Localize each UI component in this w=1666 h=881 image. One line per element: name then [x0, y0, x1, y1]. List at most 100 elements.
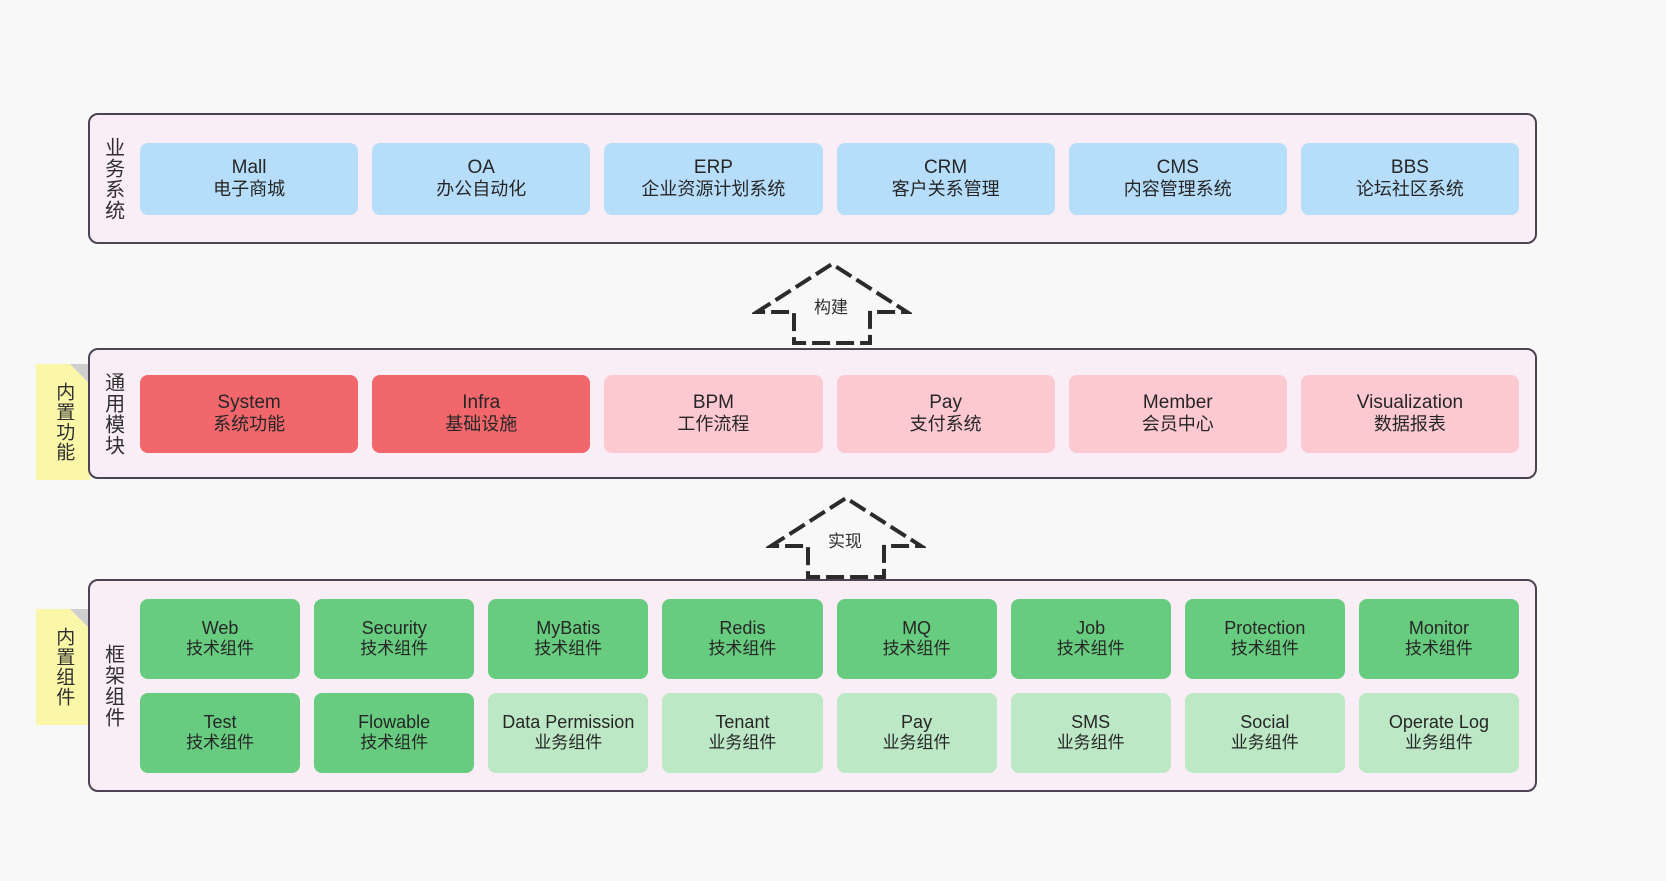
framework-card-security[interactable]: Security 技术组件	[314, 598, 475, 679]
framework-card-redis-cn: 技术组件	[708, 639, 777, 659]
framework-card-mq-cn: 技术组件	[882, 639, 951, 659]
build-arrow: 构建	[752, 258, 912, 348]
framework-card-tenant[interactable]: Tenant 业务组件	[662, 692, 823, 773]
module-card-system-cn: 系统功能	[213, 414, 286, 435]
module-card-system-en: System	[217, 391, 281, 413]
framework-card-security-en: Security	[361, 617, 427, 638]
business-card-oa[interactable]: OA 办公自动化	[372, 142, 591, 215]
business-card-oa-cn: 办公自动化	[436, 179, 527, 200]
module-card-infra[interactable]: Infra 基础设施	[372, 374, 591, 453]
note-builtin-functions: 内置功能	[36, 364, 90, 480]
layer-common-modules-body: System 系统功能 Infra 基础设施 BPM 工作流程 Pay 支付系统…	[134, 350, 1535, 477]
framework-card-test[interactable]: Test 技术组件	[140, 692, 301, 773]
framework-card-redis-en: Redis	[719, 617, 766, 638]
note-builtin-components-label: 内置组件	[53, 627, 75, 707]
business-card-cms-en: CMS	[1156, 156, 1199, 178]
module-card-visualization[interactable]: Visualization 数据报表	[1300, 374, 1520, 453]
module-card-bpm-cn: 工作流程	[677, 414, 750, 435]
note-builtin-components: 内置组件	[36, 609, 90, 725]
note-fold-icon	[70, 609, 90, 629]
framework-card-pay-en: Pay	[901, 711, 933, 732]
business-card-cms[interactable]: CMS 内容管理系统	[1068, 142, 1287, 215]
business-card-mall-cn: 电子商城	[213, 179, 286, 200]
note-builtin-functions-label: 内置功能	[53, 382, 75, 462]
business-card-bbs-cn: 论坛社区系统	[1355, 179, 1464, 200]
layer-business-systems: 业务系统 Mall 电子商城 OA 办公自动化 ERP 企业资源计划系统 CRM…	[88, 113, 1537, 244]
framework-card-social-cn: 业务组件	[1230, 733, 1299, 753]
business-card-bbs-en: BBS	[1390, 156, 1429, 178]
framework-card-operate-log[interactable]: Operate Log 业务组件	[1358, 692, 1519, 773]
business-card-crm-cn: 客户关系管理	[891, 179, 1000, 200]
module-card-bpm[interactable]: BPM 工作流程	[604, 374, 823, 453]
framework-card-job-cn: 技术组件	[1056, 639, 1125, 659]
framework-card-mq-en: MQ	[902, 617, 932, 638]
business-systems-row: Mall 电子商城 OA 办公自动化 ERP 企业资源计划系统 CRM 客户关系…	[140, 142, 1520, 215]
business-card-crm[interactable]: CRM 客户关系管理	[836, 142, 1055, 215]
framework-card-test-cn: 技术组件	[186, 733, 255, 753]
framework-card-job-en: Job	[1076, 617, 1106, 638]
build-arrow-shape	[752, 261, 912, 345]
framework-card-protection[interactable]: Protection 技术组件	[1184, 598, 1345, 679]
business-card-erp-en: ERP	[693, 156, 733, 178]
module-card-pay-cn: 支付系统	[909, 414, 982, 435]
module-card-pay-en: Pay	[929, 391, 962, 413]
module-card-pay[interactable]: Pay 支付系统	[836, 374, 1055, 453]
implement-arrow: 实现	[766, 492, 926, 582]
business-card-erp[interactable]: ERP 企业资源计划系统	[604, 142, 823, 215]
business-card-bbs[interactable]: BBS 论坛社区系统	[1300, 142, 1520, 215]
framework-card-flowable-en: Flowable	[358, 711, 431, 732]
framework-card-flowable[interactable]: Flowable 技术组件	[314, 692, 475, 773]
module-card-member[interactable]: Member 会员中心	[1068, 374, 1287, 453]
business-card-mall[interactable]: Mall 电子商城	[140, 142, 359, 215]
framework-card-mq[interactable]: MQ 技术组件	[836, 598, 997, 679]
framework-card-monitor[interactable]: Monitor 技术组件	[1358, 598, 1519, 679]
framework-business-row: Test 技术组件 Flowable 技术组件 Data Permission …	[140, 692, 1519, 773]
framework-card-web[interactable]: Web 技术组件	[140, 598, 301, 679]
framework-card-security-cn: 技术组件	[360, 639, 429, 659]
framework-card-flowable-cn: 技术组件	[360, 733, 429, 753]
layer-framework-components: 框架组件 Web 技术组件 Security 技术组件 MyBatis 技术组件…	[88, 579, 1537, 792]
framework-card-pay[interactable]: Pay 业务组件	[836, 692, 997, 773]
framework-card-monitor-cn: 技术组件	[1404, 639, 1473, 659]
module-card-member-cn: 会员中心	[1141, 414, 1214, 435]
framework-tech-row: Web 技术组件 Security 技术组件 MyBatis 技术组件 Redi…	[140, 598, 1519, 679]
framework-card-pay-cn: 业务组件	[882, 733, 951, 753]
note-fold-icon	[70, 364, 90, 384]
module-card-bpm-en: BPM	[692, 391, 735, 413]
business-card-cms-cn: 内容管理系统	[1123, 179, 1232, 200]
build-arrow-label: 构建	[814, 298, 848, 317]
framework-card-social-en: Social	[1240, 711, 1290, 732]
framework-card-protection-cn: 技术组件	[1230, 639, 1299, 659]
framework-card-mybatis-cn: 技术组件	[534, 639, 603, 659]
framework-card-mybatis[interactable]: MyBatis 技术组件	[488, 598, 649, 679]
module-card-infra-cn: 基础设施	[445, 414, 518, 435]
framework-card-data-permission[interactable]: Data Permission 业务组件	[488, 692, 649, 773]
framework-card-job[interactable]: Job 技术组件	[1010, 598, 1171, 679]
framework-card-protection-en: Protection	[1224, 617, 1306, 638]
layer-business-systems-body: Mall 电子商城 OA 办公自动化 ERP 企业资源计划系统 CRM 客户关系…	[134, 115, 1535, 242]
framework-card-data-permission-en: Data Permission	[502, 711, 635, 732]
framework-card-sms-cn: 业务组件	[1056, 733, 1125, 753]
business-card-oa-en: OA	[467, 156, 495, 178]
framework-card-test-en: Test	[203, 711, 237, 732]
business-card-crm-en: CRM	[923, 156, 968, 178]
framework-card-social[interactable]: Social 业务组件	[1184, 692, 1345, 773]
business-card-mall-en: Mall	[231, 156, 267, 178]
framework-card-redis[interactable]: Redis 技术组件	[662, 598, 823, 679]
framework-card-monitor-en: Monitor	[1408, 617, 1469, 638]
module-card-system[interactable]: System 系统功能	[140, 374, 359, 453]
framework-card-sms[interactable]: SMS 业务组件	[1010, 692, 1171, 773]
common-modules-row: System 系统功能 Infra 基础设施 BPM 工作流程 Pay 支付系统…	[140, 374, 1520, 453]
module-card-visualization-cn: 数据报表	[1373, 414, 1446, 435]
framework-card-data-permission-cn: 业务组件	[534, 733, 603, 753]
implement-arrow-label: 实现	[828, 532, 862, 551]
layer-common-modules: 通用模块 System 系统功能 Infra 基础设施 BPM 工作流程 Pay…	[88, 348, 1537, 479]
module-card-visualization-en: Visualization	[1356, 391, 1464, 413]
framework-card-tenant-cn: 业务组件	[708, 733, 777, 753]
layer-framework-components-title: 框架组件	[101, 643, 124, 728]
framework-card-web-en: Web	[201, 617, 239, 638]
framework-card-mybatis-en: MyBatis	[536, 617, 601, 638]
framework-card-sms-en: SMS	[1071, 711, 1111, 732]
module-card-infra-en: Infra	[462, 391, 501, 413]
